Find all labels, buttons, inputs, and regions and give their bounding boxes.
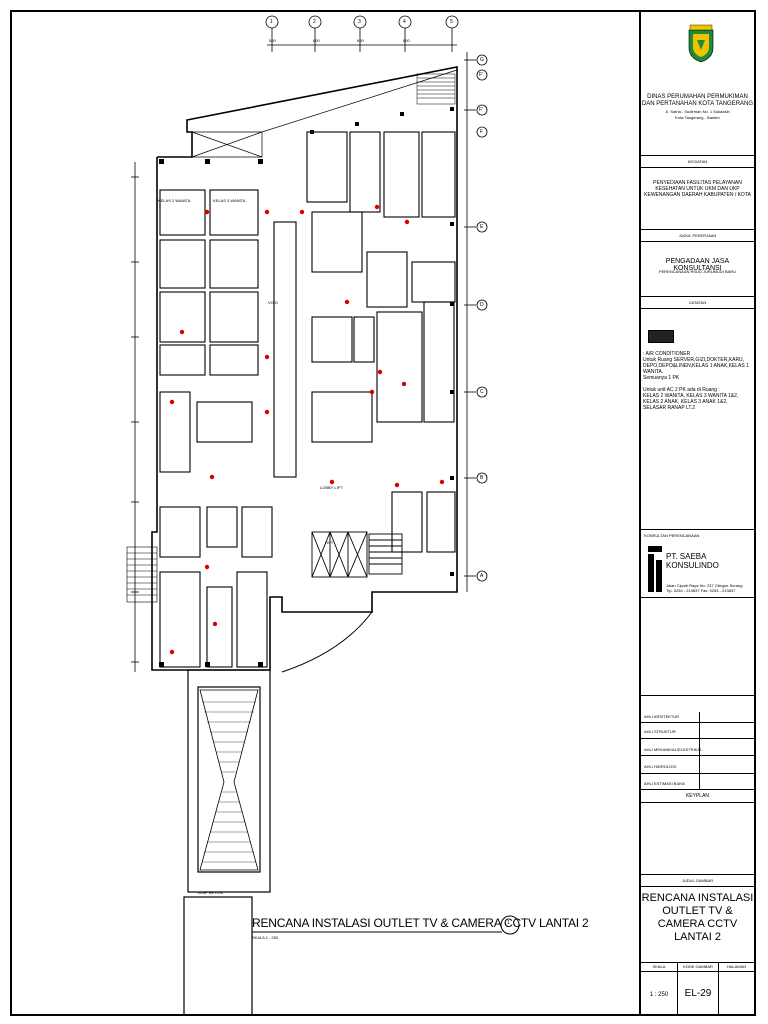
catatan-notes: : AIR CONDITIONER Untuk Ruang SERVER,GIZ… xyxy=(643,351,749,411)
kegiatan-label: KEGIATAN xyxy=(687,159,708,164)
grid-label: 1 xyxy=(270,19,273,25)
air-conditioner-icon xyxy=(648,330,674,343)
judul-pekerjaan-main: PENGADAAN JASA KONSULTANSI xyxy=(665,258,730,272)
kegiatan-text: PENYEDIAAN FASILITAS PELAYANAN KESEHATAN… xyxy=(644,180,751,198)
agency-name-line2: DAN PERTANAHAN KOTA TANGERANG xyxy=(641,101,754,107)
drawing-scale: SKALA 1 : 250 xyxy=(252,935,279,940)
stair-top-right xyxy=(416,73,456,105)
room-label-kelas3: KELAS 3 WANITA xyxy=(213,198,246,203)
room-label-lift: LIFT xyxy=(325,540,334,545)
grid-label: 2 xyxy=(313,19,316,25)
grid-label: 3 xyxy=(358,19,361,25)
keyplan-label: KEYPLAN xyxy=(685,793,710,799)
ahli-arsitektur: AHLI ARSITEKTUR xyxy=(644,714,680,719)
dimension-label: 500 xyxy=(269,38,276,43)
cctv-markers xyxy=(169,204,445,655)
grid-label: F xyxy=(480,129,484,135)
roof-hatch xyxy=(202,701,256,863)
judul-gambar-title: RENCANA INSTALASI OUTLET TV & CAMERA CCT… xyxy=(641,892,754,943)
drawing-title-marker xyxy=(252,915,520,935)
kode-gambar-label: KODE GAMBAR xyxy=(683,964,713,969)
konsultan-address-2: Tlp. 0254 - 213837 Fax. 0254 - 213837 xyxy=(666,588,736,593)
roof-slab-top xyxy=(191,69,458,158)
room-label-kelas2: KELAS 2 WANITA xyxy=(158,198,191,203)
grid-label: F' xyxy=(479,107,484,113)
judul-gambar-label: JUDUL GAMBAR xyxy=(681,878,714,883)
lower-roof xyxy=(187,669,271,893)
room-label-lobby: LOBBY LIFT xyxy=(320,485,343,490)
ahli-struktur: AHLI STRUKTUR xyxy=(644,729,676,734)
ahli-mekanikal: AHLI MEKANIKAL/ELEKTRIKAL xyxy=(644,747,703,752)
lift-block xyxy=(311,531,403,578)
halaman-label: HALAMAN xyxy=(726,964,747,969)
kode-gambar-value: EL-29 xyxy=(684,988,712,999)
canopy-curve xyxy=(281,611,374,673)
grid-column-bubbles xyxy=(265,15,459,52)
room-label-void: VOID xyxy=(268,300,278,305)
grid-label: C xyxy=(480,389,484,395)
grid-label: 4 xyxy=(403,19,406,25)
judul-pekerjaan-label: JUDUL PEKERJAAN xyxy=(678,233,717,238)
konsultan-label: KONSULTAN PERENCANAAN xyxy=(644,533,700,538)
konsultan-address-1: Jalan Cipulir Raya No. 237 Cilegon-Seran… xyxy=(666,583,743,588)
room-label-atap: ATAP BETON xyxy=(198,890,223,895)
agency-address-1: Jl. Satria - Sudirman No. 1 Sukaasih xyxy=(665,109,730,114)
interior-walls xyxy=(159,131,456,668)
agency-address-2: Kota Tangerang - Banten xyxy=(675,115,720,120)
floor-plan xyxy=(126,15,520,1014)
catatan-label: CATATAN xyxy=(688,300,707,305)
bottom-block xyxy=(183,896,253,1014)
konsultan-name: PT. SAEBA KONSULINDO xyxy=(666,552,719,570)
dimension-label: 600 xyxy=(357,38,364,43)
grid-row-bubbles xyxy=(464,54,488,582)
title-block: DINAS PERUMAHAN PERMUKIMAN DAN PERTANAHA… xyxy=(639,12,754,1014)
grid-label: A xyxy=(480,573,484,579)
consultant-logo xyxy=(648,546,662,592)
structural-columns xyxy=(159,107,454,667)
skala-value: 1 : 250 xyxy=(649,992,669,998)
drawing-sheet-border xyxy=(10,10,756,1016)
ahli-hidrologi: AHLI HIDROLOGI xyxy=(644,764,677,769)
stair-left xyxy=(126,546,158,603)
grid-label: B xyxy=(480,475,484,481)
dimension-label: 600 xyxy=(313,38,320,43)
grid-label: E xyxy=(480,224,484,230)
grid-label: D xyxy=(480,302,484,308)
dimension-label: 600 xyxy=(403,38,410,43)
skala-label: SKALA xyxy=(652,964,666,969)
ahli-estimasi: AHLI ESTIMASI BIAYA xyxy=(644,781,685,786)
judul-pekerjaan-sub: PERENCANAAN RSUD JURUMUDI BARU xyxy=(658,269,737,274)
agency-name-line1: DINAS PERUMAHAN PERMUKIMAN xyxy=(647,94,748,100)
grid-label: G xyxy=(480,57,484,63)
drawing-title: RENCANA INSTALASI OUTLET TV & CAMERA CCT… xyxy=(252,916,589,930)
building-outline xyxy=(151,66,458,671)
city-emblem-logo xyxy=(688,24,714,63)
grid-label: 5 xyxy=(450,19,453,25)
detail-number: 1 xyxy=(507,920,510,926)
grid-label: F' xyxy=(479,72,484,78)
